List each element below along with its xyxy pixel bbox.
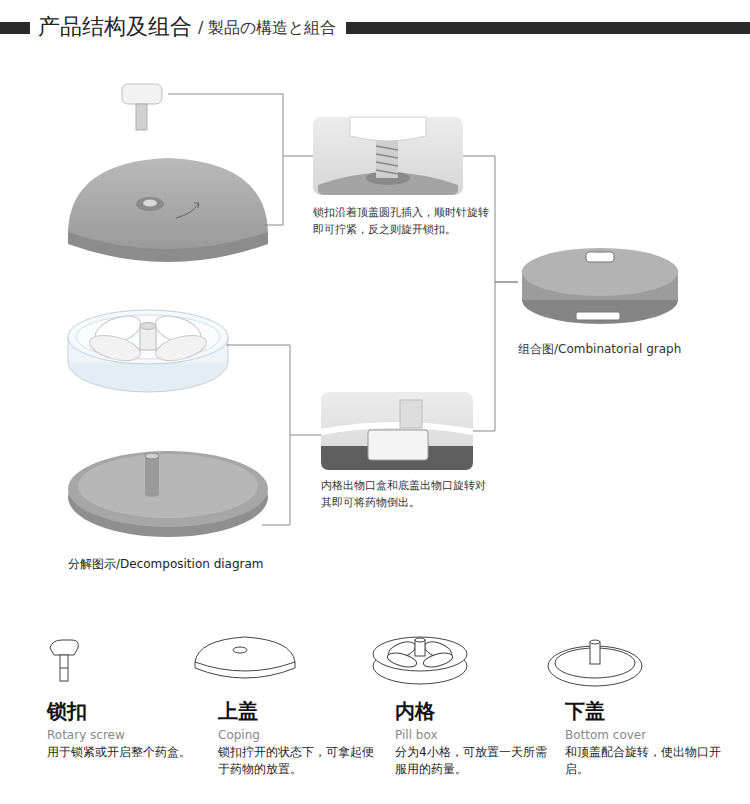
key-icon bbox=[50, 640, 78, 681]
header-bar bbox=[346, 22, 750, 34]
part-name: 锁扣 bbox=[47, 698, 197, 724]
part-name-en: Pill box bbox=[395, 727, 555, 743]
subtitle-text: / 製品の構造と組合 bbox=[198, 17, 336, 39]
photo-callout: 组合图/Combinatorial graph bbox=[518, 232, 728, 358]
photo-callout: 锁扣沿着顶盖圆孔插入，顺时针旋转即可拧紧，反之则旋开锁扣。 bbox=[313, 117, 493, 238]
part-name: 下盖 bbox=[565, 698, 715, 724]
part-name-en: Bottom cover bbox=[565, 727, 735, 743]
zoom-photo bbox=[321, 392, 473, 470]
combined-figure bbox=[522, 248, 678, 324]
part-description: 和顶盖配合旋转，使出物口开启。 bbox=[565, 744, 735, 778]
part-name: 内格 bbox=[395, 698, 545, 724]
part-description: 分为4小格，可放置一天所需服用的药量。 bbox=[395, 744, 555, 778]
key-figure bbox=[122, 84, 162, 130]
leader-line bbox=[226, 345, 321, 525]
callout-caption: 组合图/Combinatorial graph bbox=[518, 340, 723, 358]
connector-line bbox=[473, 282, 518, 431]
pill-box-icon bbox=[373, 637, 467, 684]
photo-frame bbox=[518, 232, 683, 332]
callout-caption: 内格出物口盒和底盖出物口旋转对其即可将药物倒出。 bbox=[321, 478, 489, 511]
section-label: 分解图示/Decomposition diagram bbox=[68, 556, 368, 572]
callout-caption: 锁扣沿着顶盖圆孔插入，顺时针旋转即可拧紧，反之则旋开锁扣。 bbox=[313, 205, 491, 238]
part-description: 用于锁紧或开启整个药盒。 bbox=[47, 744, 207, 761]
top-cover-figure bbox=[68, 158, 268, 262]
photo-callout: 内格出物口盒和底盖出物口旋转对其即可将药物倒出。 bbox=[321, 392, 493, 511]
coping-icon bbox=[195, 637, 295, 678]
bottom-cover-figure bbox=[68, 451, 268, 537]
part-name-en: Rotary screw bbox=[47, 727, 207, 743]
leader-line bbox=[168, 94, 313, 225]
photo-frame bbox=[321, 392, 473, 470]
part-description: 锁扣拧开的状态下，可拿起便于药物的放置。 bbox=[218, 744, 374, 778]
photo-frame bbox=[313, 117, 463, 195]
part-name: 上盖 bbox=[218, 698, 368, 724]
pill-box-figure bbox=[68, 310, 228, 392]
header-bar bbox=[0, 22, 30, 34]
bottom-cover-icon bbox=[548, 640, 642, 686]
part-name-en: Coping bbox=[218, 727, 378, 743]
zoom-photo bbox=[313, 117, 463, 195]
title-text: 产品结构及组合 bbox=[38, 12, 192, 42]
